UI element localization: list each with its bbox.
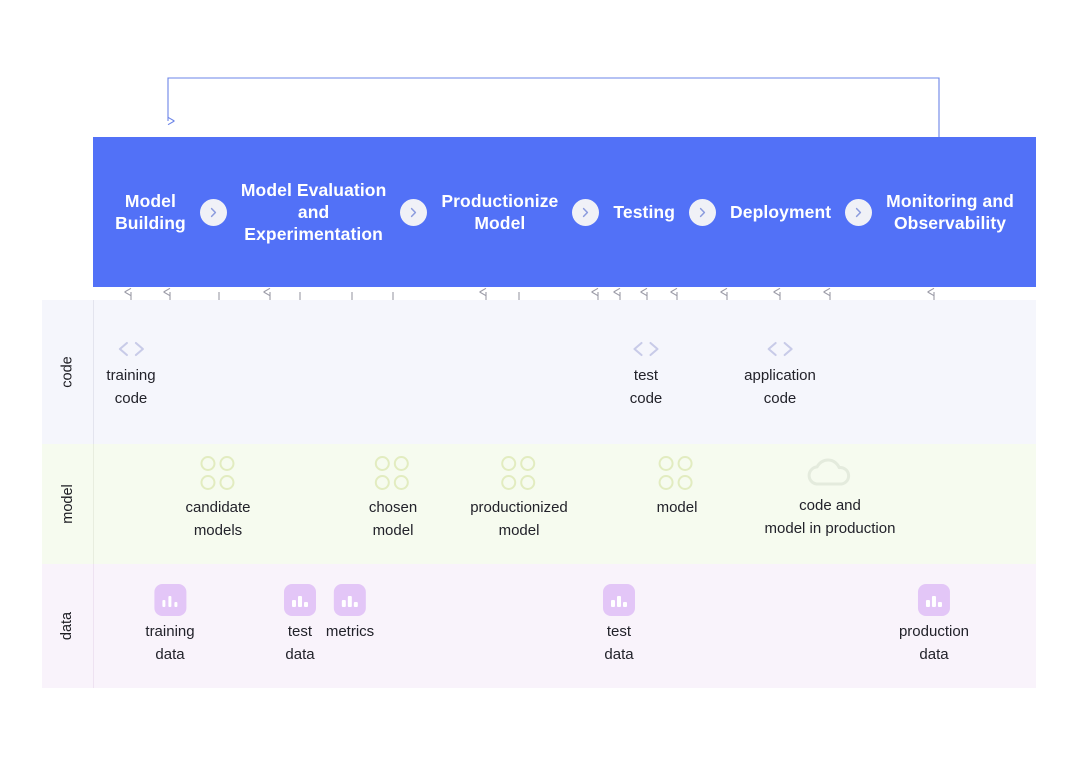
stage-productionize-model[interactable]: Productionize Model xyxy=(441,190,559,233)
four-dots-icon xyxy=(374,456,412,492)
node-label: test data xyxy=(604,623,634,663)
lane-data: data xyxy=(42,564,1036,688)
chevron-right-icon xyxy=(689,198,717,226)
node-code-and-model-in-production[interactable]: code and model in production xyxy=(764,456,896,541)
node-test-data-2[interactable]: test data xyxy=(603,584,635,667)
lane-label-data-text: data xyxy=(59,611,76,641)
node-label: candidate models xyxy=(185,499,251,539)
pipeline-banner: Model Building Model Evaluation and Expe… xyxy=(93,137,1036,287)
node-label: productionized model xyxy=(470,499,568,539)
lane-label-model-text: model xyxy=(59,484,76,524)
node-model[interactable]: model xyxy=(656,456,698,520)
node-test-code[interactable]: test code xyxy=(626,338,666,411)
node-label: training code xyxy=(106,367,156,407)
node-metrics[interactable]: metrics xyxy=(326,584,374,644)
node-training-data[interactable]: training data xyxy=(145,584,195,667)
node-label: chosen model xyxy=(368,499,418,539)
stage-model-evaluation[interactable]: Model Evaluation and Experimentation xyxy=(240,179,387,245)
node-training-code[interactable]: training code xyxy=(106,338,156,411)
four-dots-icon xyxy=(500,456,538,492)
cloud-icon xyxy=(803,456,857,490)
node-application-code[interactable]: application code xyxy=(744,338,816,411)
bar-chart-icon xyxy=(153,584,186,616)
code-brackets-icon xyxy=(626,338,666,360)
chevron-right-icon xyxy=(199,198,227,226)
node-chosen-model[interactable]: chosen model xyxy=(369,456,417,543)
four-dots-icon xyxy=(658,456,696,492)
node-label: test data xyxy=(285,623,315,663)
bar-chart-icon xyxy=(284,584,316,616)
bar-chart-icon xyxy=(334,584,366,616)
node-label: application code xyxy=(744,367,816,407)
feedback-loop-arrow xyxy=(167,77,940,137)
node-label: model xyxy=(656,499,698,516)
lane-divider xyxy=(93,300,94,444)
stage-monitoring-observability[interactable]: Monitoring and Observability xyxy=(886,190,1014,233)
node-candidate-models[interactable]: candidate models xyxy=(185,456,251,543)
lane-label-code-text: code xyxy=(59,356,76,388)
code-brackets-icon xyxy=(760,338,800,360)
stage-model-building[interactable]: Model Building xyxy=(115,190,186,233)
node-label: production data xyxy=(898,623,970,663)
lane-label-code: code xyxy=(42,300,93,444)
stage-deployment[interactable]: Deployment xyxy=(730,201,832,222)
node-productionized-model[interactable]: productionized model xyxy=(470,456,568,543)
stage-testing[interactable]: Testing xyxy=(613,201,676,222)
node-label: training data xyxy=(145,623,195,663)
chevron-right-icon xyxy=(572,198,600,226)
code-brackets-icon xyxy=(111,338,151,360)
node-label: test code xyxy=(629,367,663,407)
node-label: metrics xyxy=(325,623,375,640)
chevron-right-icon xyxy=(400,198,428,226)
node-test-data-1[interactable]: test data xyxy=(284,584,316,667)
node-production-data[interactable]: production data xyxy=(899,584,969,667)
bar-chart-icon xyxy=(603,584,635,616)
lane-label-data: data xyxy=(42,564,93,688)
lane-label-model: model xyxy=(42,444,93,564)
lane-divider xyxy=(93,444,94,564)
lane-divider xyxy=(93,564,94,688)
lane-code: code xyxy=(42,300,1036,444)
chevron-right-icon xyxy=(845,198,873,226)
bar-chart-icon xyxy=(918,584,950,616)
node-label: code and model in production xyxy=(764,497,896,537)
four-dots-icon xyxy=(199,456,237,492)
